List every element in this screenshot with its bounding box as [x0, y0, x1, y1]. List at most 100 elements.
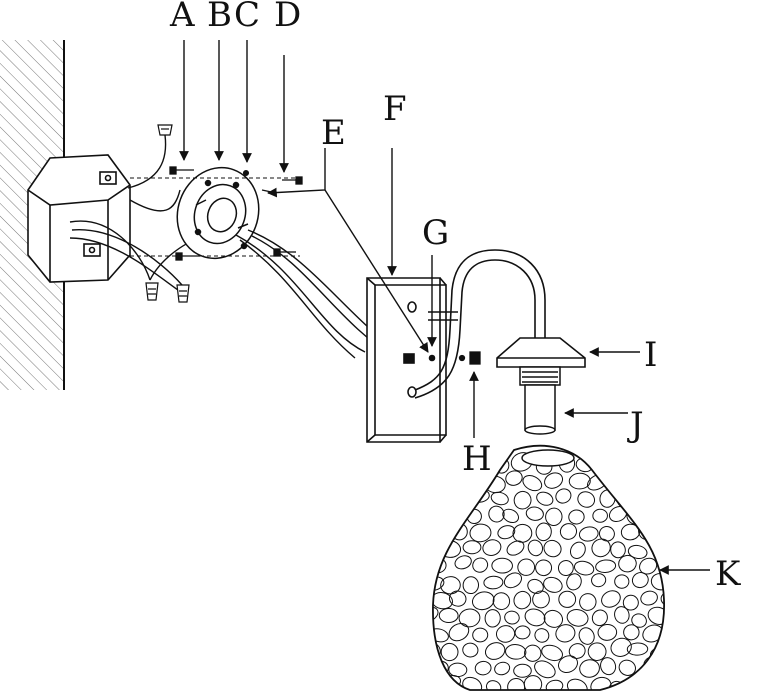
pebble-mark: [558, 590, 577, 608]
wire-nut-top: [157, 124, 173, 136]
pebble-mark: [523, 675, 543, 690]
label-k: K: [715, 554, 741, 594]
pebble-mark: [504, 610, 520, 625]
pebble-mark: [517, 558, 536, 576]
pebble-mark: [527, 578, 544, 594]
pebble-mark: [432, 576, 445, 592]
pebble-mark: [663, 521, 665, 539]
shade-pebble-texture: [432, 452, 665, 690]
pebble-mark: [490, 491, 509, 506]
pebble-mark: [627, 544, 648, 559]
pebble-mark: [535, 522, 552, 542]
pebble-mark: [650, 677, 665, 690]
label-g: G: [422, 213, 449, 253]
pebble-mark: [494, 661, 511, 676]
pebble-mark: [524, 644, 542, 662]
label-d: D: [274, 0, 301, 35]
pebble-mark: [659, 659, 665, 677]
pebble-mark: [527, 539, 544, 557]
wire-nut-right: [176, 284, 190, 303]
pebble-mark: [623, 624, 640, 641]
pebble-mark: [566, 678, 588, 690]
label-j: J: [627, 405, 644, 445]
pebble-mark: [598, 526, 615, 542]
pebble-mark: [432, 592, 453, 610]
pebble-mark: [484, 642, 506, 660]
pebble-mark: [506, 540, 525, 556]
label-f: F: [383, 89, 407, 129]
pebble-mark: [597, 624, 618, 641]
pebble-mark: [569, 541, 586, 559]
pebble-mark: [505, 470, 523, 486]
lamp-socket: [519, 366, 561, 435]
pebble-mark: [557, 560, 574, 577]
pebble-mark: [590, 676, 612, 690]
pebble-mark: [543, 609, 564, 628]
pebble-mark: [631, 572, 649, 589]
pebble-mark: [622, 594, 639, 611]
pebble-mark: [451, 487, 469, 506]
pebble-mark: [512, 523, 533, 543]
pebble-mark: [566, 573, 582, 591]
pebble-mark: [651, 506, 665, 523]
pebble-mark: [454, 555, 472, 570]
pebble-mark: [568, 509, 585, 525]
pebble-mark: [545, 679, 564, 690]
pebble-mark: [559, 523, 578, 540]
pebble-mark: [541, 644, 563, 662]
pebble-mark: [534, 628, 550, 643]
pebble-mark: [525, 506, 544, 521]
pebble-mark: [660, 491, 665, 510]
pebble-mark: [440, 642, 459, 662]
pebble-mark: [448, 590, 467, 607]
supply-wires: [69, 134, 211, 291]
pebble-mark: [469, 523, 492, 543]
pebble-mark: [659, 453, 665, 471]
pebble-mark: [484, 609, 501, 628]
label-i: I: [644, 335, 657, 375]
pebble-mark: [595, 559, 617, 573]
pebble-mark: [614, 574, 630, 589]
callout-labels: A B C D E F G H I J K: [169, 0, 741, 594]
pebble-mark: [432, 486, 449, 504]
pebble-mark: [610, 541, 626, 559]
pebble-mark: [432, 527, 449, 541]
arrow-e2: [324, 189, 429, 353]
junction-box: [27, 154, 131, 283]
finial-nut: [458, 351, 481, 365]
pebble-mark: [591, 538, 611, 558]
pebble-mark: [577, 491, 596, 508]
pebble-mark: [438, 608, 459, 624]
pebble-mark: [618, 554, 637, 573]
pebble-mark: [543, 576, 563, 593]
pebble-mark: [599, 453, 616, 473]
pebble-mark: [513, 590, 532, 610]
pebble-mark: [600, 657, 617, 676]
pebble-mark: [491, 557, 513, 574]
pebble-mark: [485, 680, 502, 690]
pebble-mark: [614, 606, 630, 624]
pebble-mark: [444, 472, 463, 488]
pebble-mark: [482, 539, 502, 556]
alignment-lines: [130, 177, 300, 257]
pebble-mark: [474, 660, 492, 676]
pebble-mark: [622, 455, 640, 473]
pebble-mark: [591, 573, 607, 588]
arrow-e: [267, 148, 326, 198]
pebble-mark: [592, 508, 608, 523]
pebble-mark: [591, 609, 608, 627]
pebble-mark: [545, 507, 563, 527]
pebble-mark: [458, 608, 481, 628]
pebble-mark: [568, 643, 586, 659]
pebble-mark: [513, 490, 532, 510]
pebble-mark: [513, 663, 532, 678]
pebble-mark: [502, 508, 520, 524]
pebble-mark: [439, 508, 461, 525]
pebble-mark: [632, 676, 648, 690]
pebble-mark: [497, 525, 516, 540]
backplate: [366, 277, 447, 443]
pebble-mark: [448, 623, 470, 642]
pebble-mark: [639, 557, 658, 575]
